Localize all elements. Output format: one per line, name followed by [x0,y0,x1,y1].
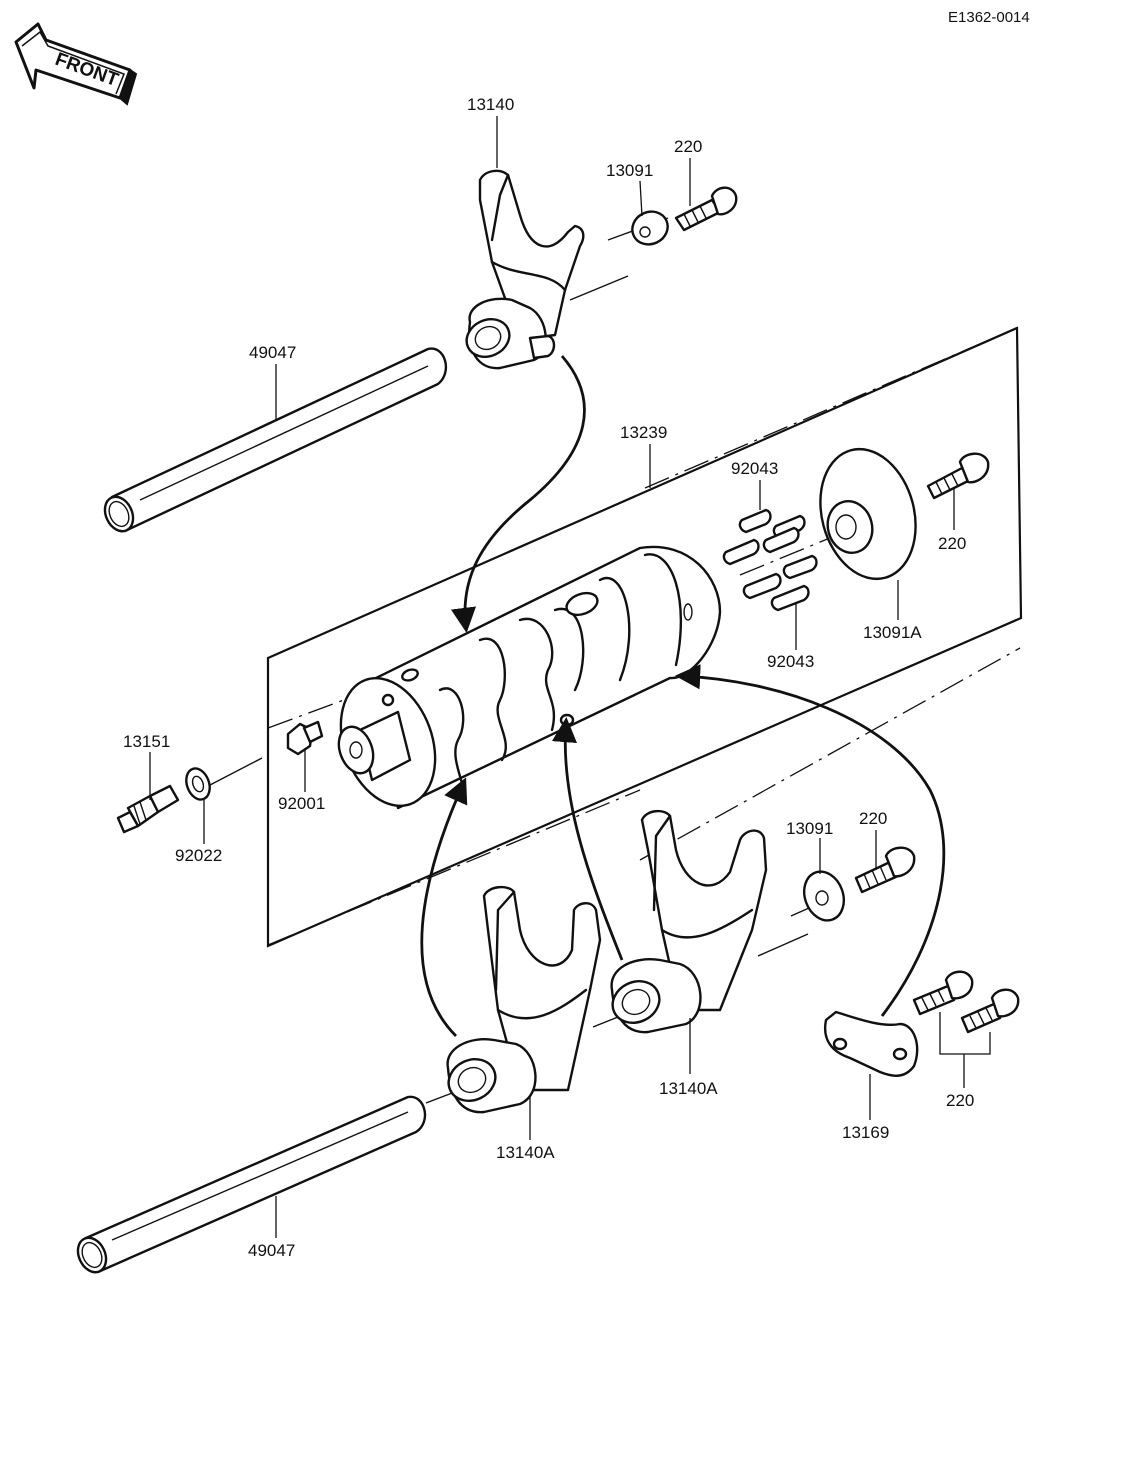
label-drum-plate: 13091A [863,623,922,642]
drum-assembly-box [266,326,1023,948]
lower-middle-shift-fork [610,809,768,1034]
upper-washer [631,210,669,246]
diagram-code: E1362-0014 [948,9,1030,26]
neutral-switch [116,784,180,834]
label-pins-top: 92043 [731,459,778,478]
label-stopper: 13169 [842,1123,889,1142]
assembly-arrows [420,355,946,1037]
drum-bolt [926,452,990,500]
label-pivot-pin: 92001 [278,794,325,813]
label-upper-bolt: 220 [674,137,702,156]
label-lower-bolt: 220 [859,809,887,828]
upper-bolt [674,186,738,232]
stopper-plate [823,1010,919,1077]
label-drum: 13239 [620,423,667,442]
label-upper-shaft: 49047 [249,343,296,362]
pivot-pin [286,720,324,756]
shift-drum [337,545,722,810]
upper-shift-fork [465,169,585,370]
front-arrow-icon: FRONT [14,22,138,106]
lower-washer [803,870,845,922]
label-pins-bottom: 92043 [767,652,814,671]
label-drum-bolt: 220 [938,534,966,553]
switch-washer [185,767,211,801]
lower-shift-rod [76,1095,427,1274]
label-lower-left-fork: 13140A [496,1143,555,1162]
label-switch-washer: 92022 [175,846,222,865]
label-upper-fork: 13140 [467,95,514,114]
drum-plate [819,447,917,581]
label-switch: 13151 [123,732,170,751]
label-lower-washer: 13091 [786,819,833,838]
label-lower-mid-fork: 13140A [659,1079,718,1098]
upper-shift-rod [103,347,448,533]
stopper-bolts [912,970,1020,1055]
label-stopper-bolts: 220 [946,1091,974,1110]
lower-bolt [854,846,916,894]
leader-lines [149,116,965,1238]
part-labels: 13140 13091 220 49047 13239 92043 220 13… [123,95,974,1260]
label-upper-washer: 13091 [606,161,653,180]
drum-pins [722,508,818,612]
lower-left-shift-fork [446,885,602,1114]
label-lower-shaft: 49047 [248,1241,295,1260]
